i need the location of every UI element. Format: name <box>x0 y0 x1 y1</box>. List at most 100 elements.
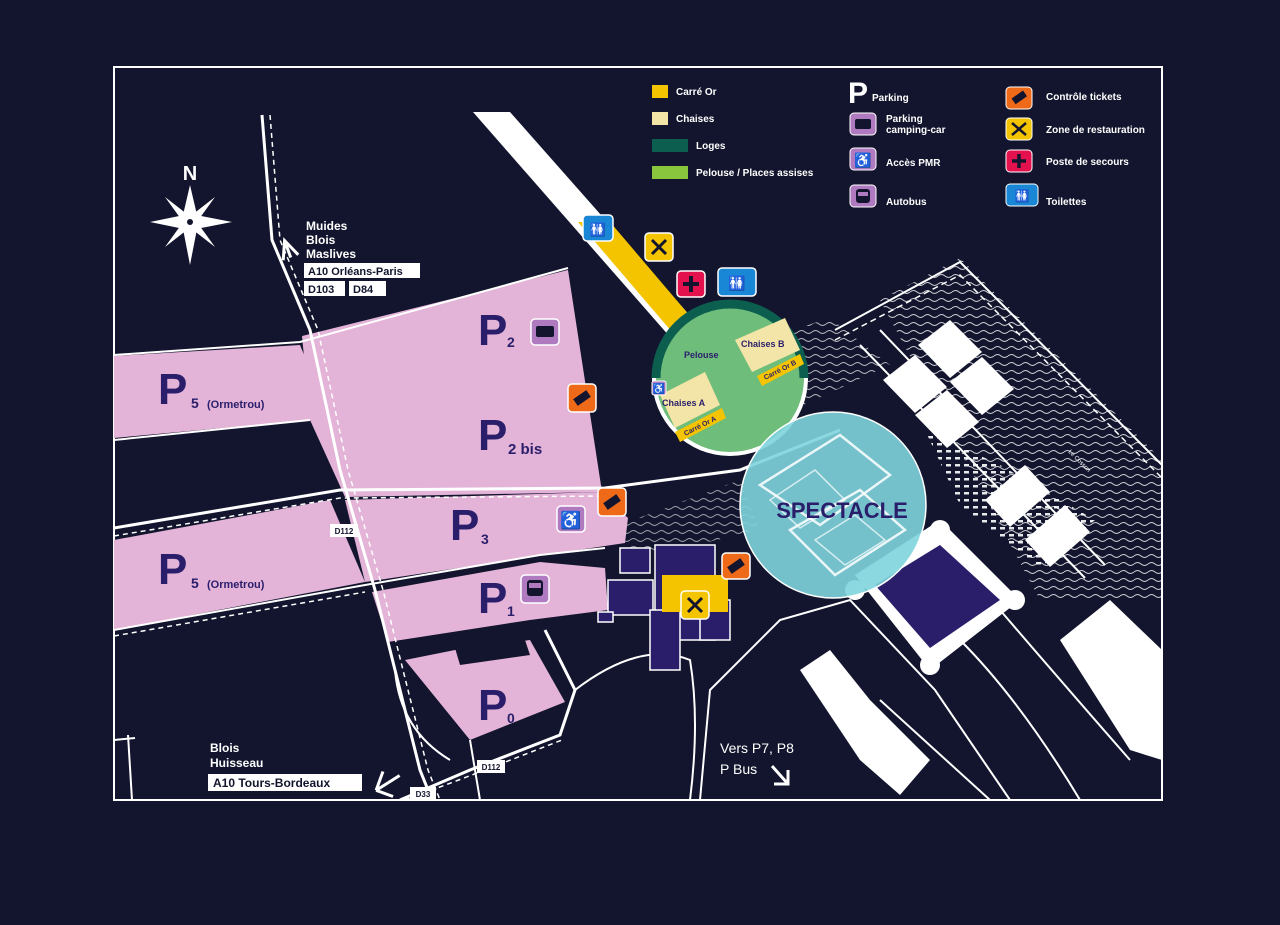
map-icons: 🚻 🚻 ♿ ♿ <box>520 214 757 620</box>
road-d112 <box>260 114 434 800</box>
outbuilding-east <box>1060 600 1162 760</box>
legend-camping-line2: camping-car <box>886 125 946 136</box>
north-line3: Maslives <box>306 247 356 261</box>
secours-icon <box>676 270 706 298</box>
north-line1: Muides <box>306 219 348 233</box>
p3-number: 3 <box>481 531 489 547</box>
north-label: N <box>183 163 197 185</box>
spectacle-label: SPECTACLE <box>776 498 908 523</box>
legend-controle: Contrôle tickets <box>1046 92 1122 103</box>
p5-top-sub: (Ormetrou) <box>207 399 265 411</box>
parking-p5-bottom <box>114 500 365 630</box>
chaises-b-area <box>735 318 800 372</box>
sw-road: A10 Tours-Bordeaux <box>213 776 330 790</box>
direction-southwest: Blois Huisseau A10 Tours-Bordeaux <box>208 741 401 798</box>
p0-letter: P <box>478 681 507 730</box>
legend-swatch-loges <box>652 139 688 152</box>
controle-icon-1 <box>567 383 597 413</box>
p5-bottom-sub: (Ormetrou) <box>207 579 265 591</box>
road-d33 <box>399 629 577 800</box>
carre-or-strip <box>578 222 690 332</box>
north-road1: A10 Orléans-Paris <box>308 266 403 278</box>
legend-parking: Parking <box>872 93 909 104</box>
parking-areas <box>114 270 628 740</box>
svg-text:♿: ♿ <box>560 510 581 530</box>
p5-bottom-number: 5 <box>191 575 199 591</box>
toilettes-icon: 🚻 <box>582 214 614 242</box>
legend-pmr-icon <box>849 147 877 171</box>
direction-southeast: Vers P7, P8 P Bus <box>720 740 794 786</box>
north-road2: D103 <box>308 284 334 296</box>
pmr-icon-1: ♿ <box>651 380 667 396</box>
direction-north: Muides Blois Maslives A10 Orléans-Paris … <box>281 219 420 296</box>
legend-parking-letter: P <box>848 77 868 110</box>
chaises-a-area <box>660 372 720 428</box>
p5-top-number: 5 <box>191 395 199 411</box>
svg-text:🚻: 🚻 <box>728 275 745 292</box>
parking-labels: P 5 (Ormetrou) P 2 P 2 bis P 3 P 5 (Orme… <box>158 306 542 730</box>
sw-line2: Huisseau <box>210 756 263 770</box>
camping-car-icon <box>530 318 560 346</box>
domain-wall <box>834 260 1162 466</box>
pmr-icon-2: ♿ <box>556 505 586 533</box>
pond-water <box>620 480 760 560</box>
svg-text:♿: ♿ <box>653 382 665 395</box>
legend-swatch-chaises <box>652 112 668 125</box>
svg-text:🚻: 🚻 <box>590 222 606 237</box>
legend-loges: Loges <box>696 141 726 152</box>
legend-swatch-pelouse <box>652 166 688 179</box>
se-line2: P Bus <box>720 761 757 777</box>
parking-p2-p2bis <box>302 270 602 497</box>
p2-number: 2 <box>507 334 515 350</box>
restauration-icon <box>644 232 674 262</box>
p1-letter: P <box>478 574 507 623</box>
road-labels: D112 D112 D33 <box>330 524 505 800</box>
legend-camping-line1: Parking <box>886 114 923 125</box>
legend-chaises: Chaises <box>676 114 715 125</box>
road-label-d33: D33 <box>416 790 431 799</box>
legend-secours: Poste de secours <box>1046 157 1129 168</box>
sw-line1: Blois <box>210 741 240 755</box>
svg-text:♿: ♿ <box>854 152 871 169</box>
road-label-d112-b: D112 <box>482 763 501 772</box>
parking-p5-top <box>114 345 330 438</box>
domain-path <box>834 274 1162 479</box>
legend: Carré Or Chaises Loges Pelouse / Places … <box>652 77 1145 208</box>
legend-autobus: Autobus <box>886 197 927 208</box>
svg-text:🚻: 🚻 <box>1015 189 1030 203</box>
chateau-building <box>875 545 1000 648</box>
controle-icon-2 <box>597 487 627 517</box>
parking-p0 <box>405 640 565 740</box>
north-road3: D84 <box>353 284 374 296</box>
legend-pmr: Accès PMR <box>886 158 941 169</box>
p5-top-letter: P <box>158 365 187 414</box>
p3-letter: P <box>450 501 479 550</box>
outbuilding-south <box>800 650 930 795</box>
carre-or-b-area <box>757 354 804 386</box>
legend-toilettes-icon <box>1005 183 1039 207</box>
carre-or-a-area <box>675 408 726 442</box>
p0-number: 0 <box>507 710 515 726</box>
pelouse-label: Pelouse <box>684 350 719 360</box>
controle-icon-3 <box>721 552 751 580</box>
arrow-north-icon <box>281 237 300 261</box>
legend-carre-or: Carré Or <box>676 87 717 98</box>
p1-number: 1 <box>507 603 515 619</box>
chaises-b-label: Chaises B <box>741 339 785 349</box>
legend-pelouse: Pelouse / Places assises <box>696 168 814 179</box>
toilettes-icon-2: 🚻 <box>717 267 757 297</box>
p2-letter: P <box>478 306 507 355</box>
arrow-southeast-icon <box>770 765 790 786</box>
legend-swatch-carre-or <box>652 85 668 98</box>
legend-restauration: Zone de restauration <box>1046 125 1145 136</box>
compass-rose: N <box>150 163 232 265</box>
se-line1: Vers P7, P8 <box>720 740 794 756</box>
road-label-d112-a: D112 <box>335 527 354 536</box>
p5-bottom-letter: P <box>158 545 187 594</box>
p2bis-number: 2 bis <box>508 441 542 458</box>
garden-squares <box>883 320 1090 567</box>
north-line2: Blois <box>306 233 336 247</box>
chaises-a-label: Chaises A <box>662 398 706 408</box>
